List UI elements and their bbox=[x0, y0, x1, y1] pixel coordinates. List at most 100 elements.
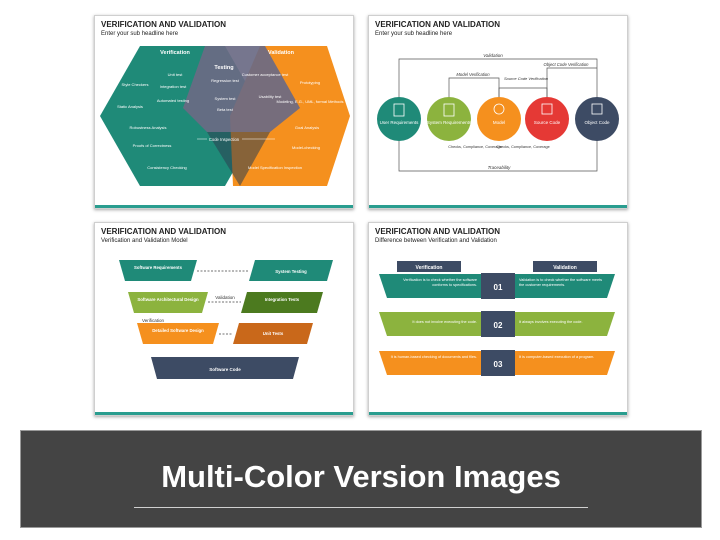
row-number: 03 bbox=[494, 360, 503, 369]
testing-header: Testing bbox=[214, 65, 233, 71]
circle-user-requirements bbox=[377, 97, 421, 141]
circle-object-code bbox=[575, 97, 619, 141]
label-source-verification: Source Code Verification bbox=[504, 76, 549, 81]
testing-item: Beta test bbox=[217, 107, 234, 112]
validation-item: Modeling, E.G., UML, formal Methods bbox=[277, 99, 344, 104]
circle-source-code bbox=[525, 97, 569, 141]
box-label: Detailed Software Design bbox=[152, 328, 204, 333]
comparison-diagram: Verification Validation 01 02 03 Verific… bbox=[379, 261, 615, 376]
checks-label: Checks, Compliance, Coverage bbox=[448, 145, 501, 149]
verification-item: Consistency Checking bbox=[147, 165, 187, 170]
testing-region bbox=[183, 46, 300, 132]
svg-text:Verification: Verification bbox=[416, 265, 443, 271]
row-number-box bbox=[481, 311, 515, 337]
box-label: Software Requirements bbox=[134, 265, 183, 270]
center-item: Code Inspection bbox=[209, 137, 240, 142]
row-number: 01 bbox=[494, 283, 503, 292]
row-left-text: It is human-based checking of documents … bbox=[390, 355, 477, 359]
verification-item: Proofs of Correctness bbox=[133, 143, 172, 148]
hexagon-diagram: Verification Validation Testing Style Ch… bbox=[100, 46, 350, 186]
version-banner: Multi-Color Version Images bbox=[20, 430, 702, 528]
header-verification bbox=[397, 261, 461, 272]
verification-item: Style Checkers bbox=[122, 82, 149, 87]
verification-item: Robustness Analysis bbox=[130, 125, 167, 130]
accent-bar bbox=[369, 205, 627, 208]
right-box bbox=[249, 260, 333, 281]
testing-item: System test bbox=[215, 96, 237, 101]
validation-header: Validation bbox=[268, 50, 295, 56]
row-right bbox=[515, 274, 615, 298]
left-box bbox=[119, 260, 197, 281]
box-label: Unit Tests bbox=[263, 331, 284, 336]
checks-label: Checks, Compliance, Coverage bbox=[496, 145, 549, 149]
testing-item: Integration test bbox=[160, 84, 187, 89]
validation-item: Goal Analysis bbox=[295, 125, 319, 130]
slide-title: VERIFICATION AND VALIDATION bbox=[101, 20, 227, 29]
circle-system-requirements bbox=[427, 97, 471, 141]
slide-title: VERIFICATION AND VALIDATION bbox=[375, 227, 501, 236]
testing-item: Unit test bbox=[168, 72, 184, 77]
slide-circles[interactable]: VERIFICATION AND VALIDATION Enter your s… bbox=[368, 15, 628, 209]
row-left bbox=[379, 274, 481, 298]
box-label: Software Architectural Design bbox=[137, 297, 199, 302]
left-box bbox=[128, 292, 208, 313]
verification-label: Verification bbox=[142, 318, 165, 323]
box-label: Software Code bbox=[209, 367, 241, 372]
slide-subtitle: Verification and Validation Model bbox=[101, 238, 188, 244]
verification-item: Static Analysis bbox=[117, 104, 143, 109]
circle-label: Object Code bbox=[584, 120, 610, 125]
circle-label: Source Code bbox=[534, 120, 561, 125]
testing-item: Usability test bbox=[259, 94, 283, 99]
circle-label: User Requirements bbox=[380, 120, 420, 125]
slide-title: VERIFICATION AND VALIDATION bbox=[101, 227, 227, 236]
svg-text:Validation: Validation bbox=[553, 265, 577, 271]
row-number-box bbox=[481, 273, 515, 299]
left-box bbox=[137, 323, 219, 344]
accent-bar bbox=[95, 412, 353, 415]
row-right bbox=[515, 312, 615, 336]
circle-label: Model bbox=[493, 120, 505, 125]
circle-flow-diagram: Validation Object Code Verification Mode… bbox=[377, 53, 619, 172]
row-left bbox=[379, 312, 481, 336]
overlap-triangle bbox=[207, 132, 270, 186]
row-right-text: Validation is to check whether the softw… bbox=[519, 278, 603, 287]
row-number: 02 bbox=[494, 321, 503, 330]
label-model-verification: Model Verification bbox=[456, 72, 490, 77]
slide-hexagon[interactable]: VERIFICATION AND VALIDATION Enter your s… bbox=[94, 15, 354, 209]
banner-divider bbox=[134, 507, 588, 508]
row-right-text: It always involves executing the code. bbox=[519, 320, 583, 324]
slide-comparison[interactable]: VERIFICATION AND VALIDATION Difference b… bbox=[368, 222, 628, 416]
validation-item: Prototyping bbox=[300, 80, 320, 85]
validation-item: Model-checking bbox=[292, 145, 320, 150]
box-label: Integration Tests bbox=[265, 297, 300, 302]
circle-label: System Requirements bbox=[427, 120, 472, 125]
row-left-text: Verification is to check whether the sof… bbox=[403, 278, 477, 287]
slide-subtitle: Enter your sub headline here bbox=[375, 31, 453, 37]
v-model-diagram: Software Requirements Software Architect… bbox=[119, 260, 333, 379]
header-validation bbox=[533, 261, 597, 272]
accent-bar bbox=[369, 412, 627, 415]
banner-title: Multi-Color Version Images bbox=[161, 459, 561, 494]
box-label: System Testing bbox=[275, 269, 307, 274]
traceability-label: Traceability bbox=[488, 165, 511, 170]
verification-header: Verification bbox=[160, 50, 190, 56]
bottom-box bbox=[151, 357, 299, 379]
row-right bbox=[515, 351, 615, 375]
testing-item: Regression test bbox=[211, 78, 240, 83]
validation-item: Model Specification Inspection bbox=[248, 165, 302, 170]
slide-subtitle: Difference between Verification and Vali… bbox=[375, 238, 497, 244]
label-object-verification: Object Code Verification bbox=[544, 62, 590, 67]
slide-title: VERIFICATION AND VALIDATION bbox=[375, 20, 501, 29]
accent-bar bbox=[95, 205, 353, 208]
circle-model bbox=[477, 97, 521, 141]
testing-item: Customer acceptance test bbox=[242, 72, 289, 77]
right-box bbox=[241, 292, 323, 313]
row-left bbox=[379, 351, 481, 375]
row-left-text: It does not involve executing the code. bbox=[412, 320, 477, 324]
row-right-text: It is computer-based execution of a prog… bbox=[519, 355, 595, 359]
row-number-box bbox=[481, 350, 515, 376]
validation-label: Validation bbox=[215, 295, 235, 300]
slide-v-model[interactable]: VERIFICATION AND VALIDATION Verification… bbox=[94, 222, 354, 416]
label-validation: Validation bbox=[483, 53, 503, 58]
testing-item: Automated testing bbox=[157, 98, 189, 103]
